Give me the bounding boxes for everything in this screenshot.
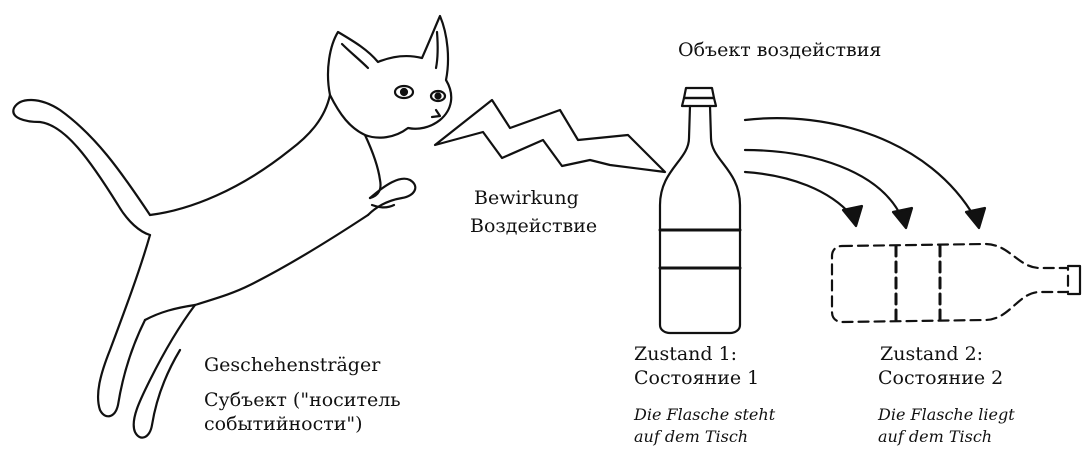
state2-desc-line1: Die Flasche liegt [878, 406, 1015, 424]
object-label: Объект воздействия [678, 40, 881, 62]
state1-label-de: Zustand 1: [634, 344, 737, 366]
state2-label-ru: Состояние 2 [878, 368, 1003, 390]
fallen-bottle-icon [832, 244, 1080, 322]
state1-label-ru: Состояние 1 [634, 368, 759, 390]
subject-label-de: Geschehensträger [204, 355, 380, 377]
state2-desc-line2: auf dem Tisch [878, 428, 992, 446]
causation-label-ru: Воздействие [470, 216, 597, 238]
causation-label-de: Bewirkung [474, 188, 579, 210]
state1-desc-line1: Die Flasche steht [634, 406, 775, 424]
state1-desc-line2: auf dem Tisch [634, 428, 748, 446]
state2-label-de: Zustand 2: [880, 344, 983, 366]
curved-arrow-icon [745, 118, 985, 228]
upright-bottle-icon [660, 88, 740, 333]
lightning-bolt-icon [435, 100, 665, 172]
subject-label-ru-line1: Субъект ("носитель [204, 390, 401, 412]
subject-label-ru-line2: событийности") [204, 414, 363, 436]
